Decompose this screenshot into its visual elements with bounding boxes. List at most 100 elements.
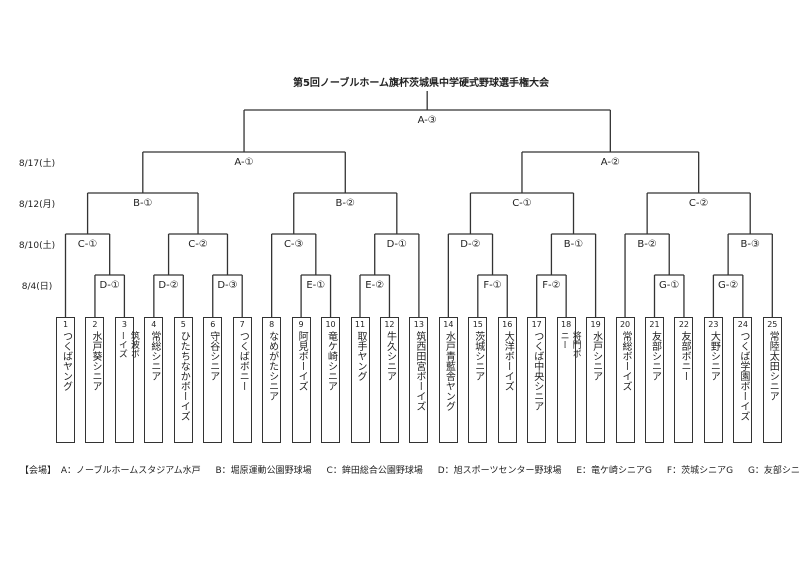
team-box: 21 友部シニア — [645, 317, 664, 443]
team-name: ひたちなかボーイズ — [178, 331, 190, 421]
team-name: 将門ボニー — [558, 331, 581, 358]
team-box: 24 つくば学園ボーイズ — [733, 317, 753, 443]
team-number: 14 — [443, 320, 454, 329]
match-label: F-② — [542, 280, 561, 291]
team-name: つくばボニー — [237, 331, 249, 391]
match-label: D-① — [386, 239, 407, 250]
team-number: 8 — [269, 320, 275, 329]
team-number: 10 — [325, 320, 336, 329]
team-name: 竜ケ崎シニア — [325, 331, 337, 391]
date-label-round-2: 8/10(土) — [18, 241, 56, 251]
team-box: 16 大洋ボーイズ — [497, 317, 517, 443]
match-label: C-② — [688, 198, 709, 209]
team-name: 牛久シニア — [384, 331, 396, 381]
team-box: 9 阿見ボーイズ — [291, 317, 311, 443]
match-label: C-① — [77, 239, 98, 250]
team-number: 15 — [472, 320, 483, 329]
team-name: 水戸シニア — [590, 331, 602, 381]
team-box: 13 筑西田宮ボーイズ — [409, 317, 429, 443]
venue-f: F：茨城シニアG — [666, 466, 734, 476]
match-label: B-③ — [740, 239, 760, 250]
team-name: 茨城シニア — [472, 331, 484, 381]
match-label: B-② — [637, 239, 657, 250]
team-number: 22 — [678, 320, 690, 329]
date-label-round-3: 8/12(月) — [18, 200, 56, 210]
team-number: 11 — [354, 320, 366, 329]
team-name: 友部シニア — [649, 331, 661, 381]
team-name: 常総ボーイズ — [620, 331, 632, 391]
venue-heading: 【会場】 — [20, 466, 57, 476]
team-number: 21 — [649, 320, 660, 329]
team-box: 8 なめがたシニア — [262, 317, 282, 443]
venue-legend: 【会場】 A：ノーブルホームスタジアム水戸 B：堀原運動公園野球場 C：鉾田総合… — [20, 463, 800, 476]
match-label: B-② — [335, 198, 355, 209]
venue-b: B：堀原運動公園野球場 — [215, 466, 312, 476]
team-number: 16 — [502, 320, 513, 329]
match-label: D-② — [460, 239, 481, 250]
team-box: 3 筑波ボーイズ — [114, 317, 139, 443]
match-label: A-① — [234, 157, 254, 168]
team-number: 18 — [561, 320, 572, 329]
match-label: F-① — [483, 280, 502, 291]
team-number: 17 — [531, 320, 542, 329]
team-name: つくばヤング — [60, 331, 72, 391]
team-number: 13 — [413, 320, 424, 329]
team-box: 17 つくば中央シニア — [527, 317, 547, 443]
team-box: 1 つくばヤング — [56, 317, 75, 443]
team-number: 23 — [708, 320, 719, 329]
team-number: 24 — [737, 320, 748, 329]
venue-e: E：竜ケ崎シニアG — [576, 466, 653, 476]
team-box: 5 ひたちなかボーイズ — [173, 317, 193, 443]
match-label: D-③ — [217, 280, 238, 291]
team-number: 5 — [180, 320, 186, 329]
match-label: B-① — [133, 198, 153, 209]
team-number: 4 — [151, 320, 157, 329]
match-label: C-① — [512, 198, 532, 209]
team-name: 取手ヤング — [355, 331, 366, 381]
match-label: D-① — [99, 280, 120, 291]
match-label: D-② — [158, 280, 179, 291]
match-label: G-② — [717, 280, 739, 291]
match-label: E-② — [365, 280, 385, 291]
team-box: 4 常総シニア — [144, 317, 164, 443]
team-box: 15 茨城シニア — [468, 317, 488, 443]
team-name: 阿見ボーイズ — [296, 331, 308, 391]
team-number: 3 — [121, 320, 127, 329]
team-name: 常総シニア — [148, 331, 160, 381]
match-label: C-② — [188, 239, 208, 250]
team-number: 20 — [619, 320, 631, 329]
team-name: 大洋ボーイズ — [502, 331, 514, 391]
team-name: なめがたシニア — [266, 331, 278, 401]
match-label: A-② — [600, 157, 620, 168]
team-box: 22 友部ボニー — [674, 317, 694, 443]
team-number: 2 — [92, 320, 98, 329]
team-name: 筑波ボーイズ — [116, 331, 139, 358]
team-name: つくば中央シニア — [531, 331, 543, 411]
team-number: 12 — [384, 320, 395, 329]
match-label: A-③ — [417, 115, 437, 126]
match-label: B-① — [563, 239, 584, 250]
venue-g: G：友部シニアG — [747, 466, 800, 476]
match-label: E-① — [306, 280, 326, 291]
team-name: 常陸太田シニア — [767, 331, 779, 401]
venue-c: C：鉾田総合公園野球場 — [326, 466, 423, 476]
team-number: 6 — [210, 320, 216, 329]
team-name: つくば学園ボーイズ — [737, 331, 749, 421]
venue-a: A：ノーブルホームスタジアム水戸 — [60, 466, 201, 476]
team-number: 9 — [298, 320, 304, 329]
team-name: 友部ボニー — [678, 331, 690, 381]
team-name: 筑西田宮ボーイズ — [413, 331, 425, 411]
team-number: 1 — [62, 320, 69, 329]
team-box: 12 牛久シニア — [379, 317, 399, 443]
match-label: C-③ — [283, 239, 304, 250]
date-label-final-round: 8/17(土) — [18, 159, 56, 169]
team-name: 大野シニア — [708, 331, 720, 381]
date-label-round-1: 8/4(日) — [21, 282, 53, 292]
